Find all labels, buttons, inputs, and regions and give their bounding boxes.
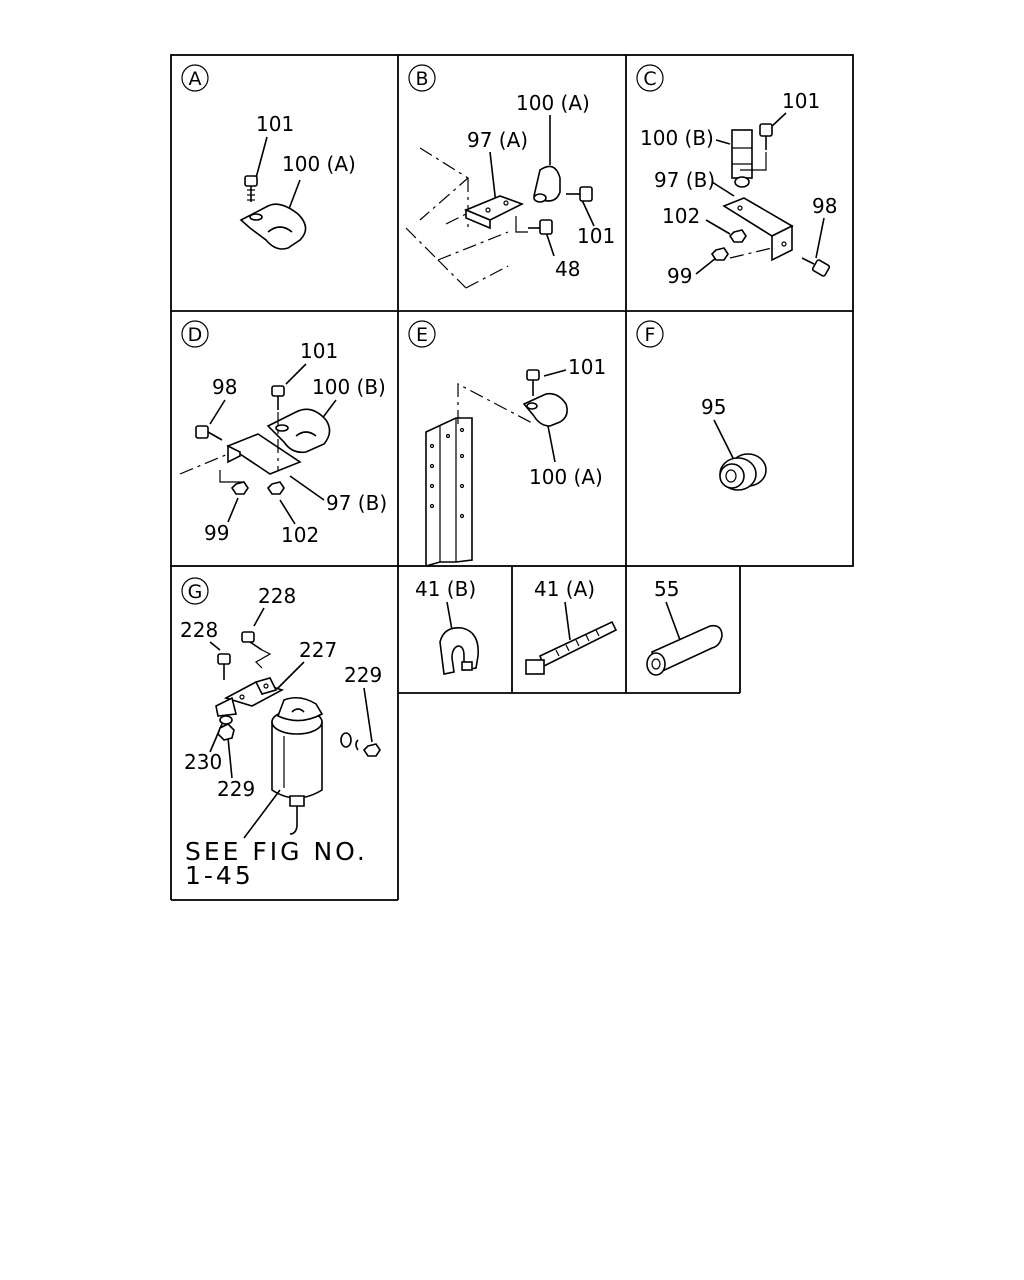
label-98: 98	[212, 375, 237, 399]
label-101: 101	[568, 355, 606, 379]
label-229: 229	[217, 777, 255, 801]
panel-letter-b-text: B	[415, 68, 428, 90]
bolt-icon	[528, 219, 553, 235]
bracket-icon	[226, 433, 302, 475]
clip-icon	[533, 165, 561, 203]
label-101: 101	[782, 89, 820, 113]
panel-e: E 101 100 (A)	[408, 320, 606, 568]
label-101: 101	[300, 339, 338, 363]
bolt-icon	[241, 631, 263, 651]
clip-icon	[239, 203, 307, 250]
label-102: 102	[662, 204, 700, 228]
label-230: 230	[184, 750, 222, 774]
panel-letter-g: G	[181, 577, 209, 605]
label-100-b: 100 (B)	[640, 126, 714, 150]
cable-tie-icon	[525, 620, 618, 675]
label-227: 227	[299, 638, 337, 662]
fig-number: 1-45	[185, 861, 254, 890]
label-102: 102	[281, 523, 319, 547]
label-229: 229	[344, 663, 382, 687]
panel-c: C 101 100 (B) 97 (B) 102 98 99	[636, 64, 837, 288]
label-100-a: 100 (A)	[529, 465, 603, 489]
nut-icon	[362, 743, 381, 757]
washer-icon	[219, 715, 233, 725]
bolt-icon	[801, 257, 831, 277]
panel-letter-d-text: D	[188, 324, 203, 346]
bolt-icon	[759, 123, 773, 150]
panel-d: D 101 98 100 (B) 97 (B) 99 102	[179, 320, 387, 547]
label-228: 228	[258, 584, 296, 608]
panel-55: 55	[646, 577, 723, 676]
clamp-icon	[439, 626, 479, 675]
label-97-b: 97 (B)	[654, 168, 715, 192]
label-95: 95	[701, 395, 726, 419]
panel-a: A 101 100 (A)	[181, 64, 356, 250]
label-99: 99	[667, 264, 692, 288]
label-101: 101	[256, 112, 294, 136]
washer-icon	[340, 732, 352, 748]
clip-icon	[731, 129, 753, 188]
grommet-icon	[719, 453, 767, 491]
bracket-icon	[463, 195, 525, 230]
panel-letter-f: F	[636, 320, 664, 348]
label-98: 98	[812, 194, 837, 218]
label-101: 101	[577, 224, 615, 248]
panel-letter-a: A	[181, 64, 209, 92]
panel-g: G 228 228 227 229 230 229	[180, 577, 382, 890]
bracket-icon	[215, 677, 285, 717]
panel-41b: 41 (B)	[415, 577, 479, 675]
panel-letter-e: E	[408, 320, 436, 348]
panel-b: B 100 (A) 97 (A) 101 48	[405, 64, 615, 289]
panel-letter-c-text: C	[643, 68, 656, 90]
panel-grid	[170, 54, 854, 901]
nut-icon	[728, 229, 747, 243]
label-97-a: 97 (A)	[467, 128, 528, 152]
nut-icon	[710, 247, 729, 261]
bolt-icon	[217, 653, 231, 680]
bracket-icon	[722, 197, 794, 262]
label-100-b: 100 (B)	[312, 375, 386, 399]
nut-icon	[217, 723, 235, 741]
bolt-icon	[526, 369, 540, 396]
panel-letter-d: D	[181, 320, 209, 348]
fuel-filter-icon	[271, 696, 324, 835]
panel-letter-b: B	[408, 64, 436, 92]
bolt-icon	[195, 425, 223, 441]
panel-f: F 95	[636, 320, 767, 491]
panel-41a: 41 (A)	[525, 577, 618, 675]
label-100-a: 100 (A)	[516, 91, 590, 115]
bolt-icon	[271, 385, 285, 410]
label-99: 99	[204, 521, 229, 545]
clip-icon	[266, 408, 331, 454]
panel-letter-g-text: G	[188, 581, 203, 603]
bolt-icon	[244, 175, 258, 202]
label-228: 228	[180, 618, 218, 642]
see-fig-note: SEE FIG NO.	[185, 837, 368, 866]
clip-icon	[522, 392, 568, 427]
nut-icon	[230, 481, 249, 495]
bolt-icon	[566, 186, 593, 202]
panel-letter-f-text: F	[645, 324, 656, 346]
panel-letter-c: C	[636, 64, 664, 92]
panel-letter-a-text: A	[189, 68, 202, 90]
nut-icon	[266, 481, 285, 495]
label-41-a: 41 (A)	[534, 577, 595, 601]
frame-rail-icon	[425, 417, 473, 568]
tube-icon	[646, 624, 723, 676]
panel-letter-e-text: E	[416, 324, 428, 346]
label-100-a: 100 (A)	[282, 152, 356, 176]
label-55: 55	[654, 577, 679, 601]
label-48: 48	[555, 257, 580, 281]
label-41-b: 41 (B)	[415, 577, 476, 601]
label-97-b: 97 (B)	[326, 491, 387, 515]
